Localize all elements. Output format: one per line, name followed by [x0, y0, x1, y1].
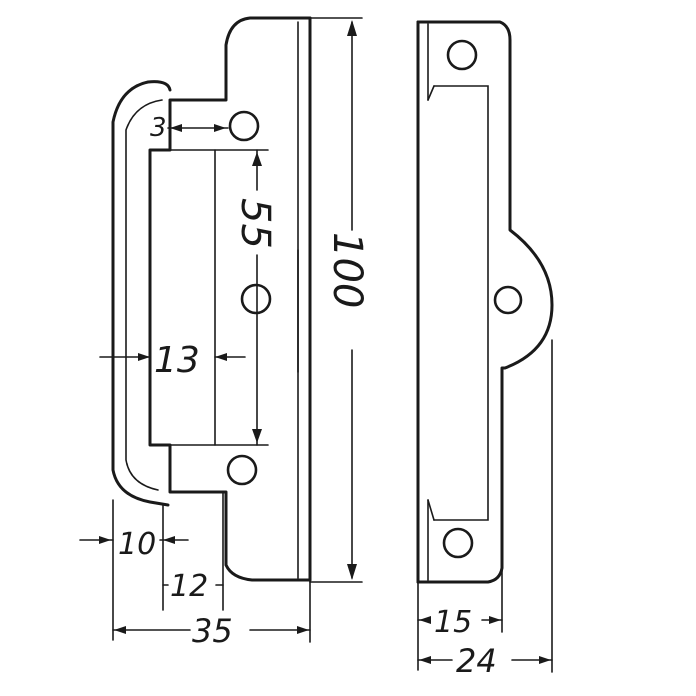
dim-15-arrow-right: [489, 616, 501, 624]
side-inner-panel: [433, 85, 489, 521]
dim-35-arrow-right: [297, 626, 309, 634]
dim-35-arrow-left: [114, 626, 126, 634]
dim-10-arrow-right: [163, 536, 175, 544]
dim-15-arrow-left: [419, 616, 431, 624]
front-hole-bottom: [226, 454, 258, 486]
dim-label-15: 15: [434, 605, 472, 640]
dim-10-arrow-left: [99, 536, 111, 544]
dim-label-12: 12: [170, 569, 208, 604]
front-view: [111, 16, 312, 582]
dim-label-13: 13: [154, 340, 200, 381]
dim-3-arrow: [170, 124, 182, 132]
dim-100-arrow-top: [347, 20, 357, 36]
dimension-lines: [79, 17, 553, 673]
dim-3-arrow-right: [214, 124, 226, 132]
dim-label-35: 35: [192, 612, 233, 650]
front-hole-top: [228, 110, 260, 142]
side-hole-bottom: [442, 527, 474, 559]
side-view: [416, 20, 554, 584]
dim-label-55: 55: [232, 198, 278, 249]
side-outline: [416, 20, 554, 584]
dimension-labels: 3 55 100 13 10 12 35 15 24: [118, 113, 497, 680]
dim-label-3: 3: [150, 113, 167, 143]
front-plate-outline: [148, 16, 312, 582]
dim-24-arrow-left: [419, 656, 431, 664]
dim-label-10: 10: [118, 527, 156, 562]
dim-55-arrow-bottom: [252, 429, 262, 443]
dim-label-24: 24: [456, 642, 497, 680]
side-top-step: [427, 85, 435, 101]
side-hole-middle: [493, 285, 523, 315]
dim-13-arrow-left: [138, 353, 150, 361]
front-lip-inner: [125, 99, 163, 491]
dim-24-arrow-right: [539, 656, 551, 664]
front-hole-middle: [240, 283, 272, 315]
dim-55-arrow-top: [252, 152, 262, 166]
dim-100-arrow-bottom: [347, 564, 357, 580]
dim-13-arrow-right: [215, 353, 227, 361]
side-bottom-step: [427, 499, 435, 521]
dim-label-100: 100: [324, 232, 370, 308]
front-lip-curve: [111, 80, 172, 507]
side-hole-top: [446, 39, 478, 71]
